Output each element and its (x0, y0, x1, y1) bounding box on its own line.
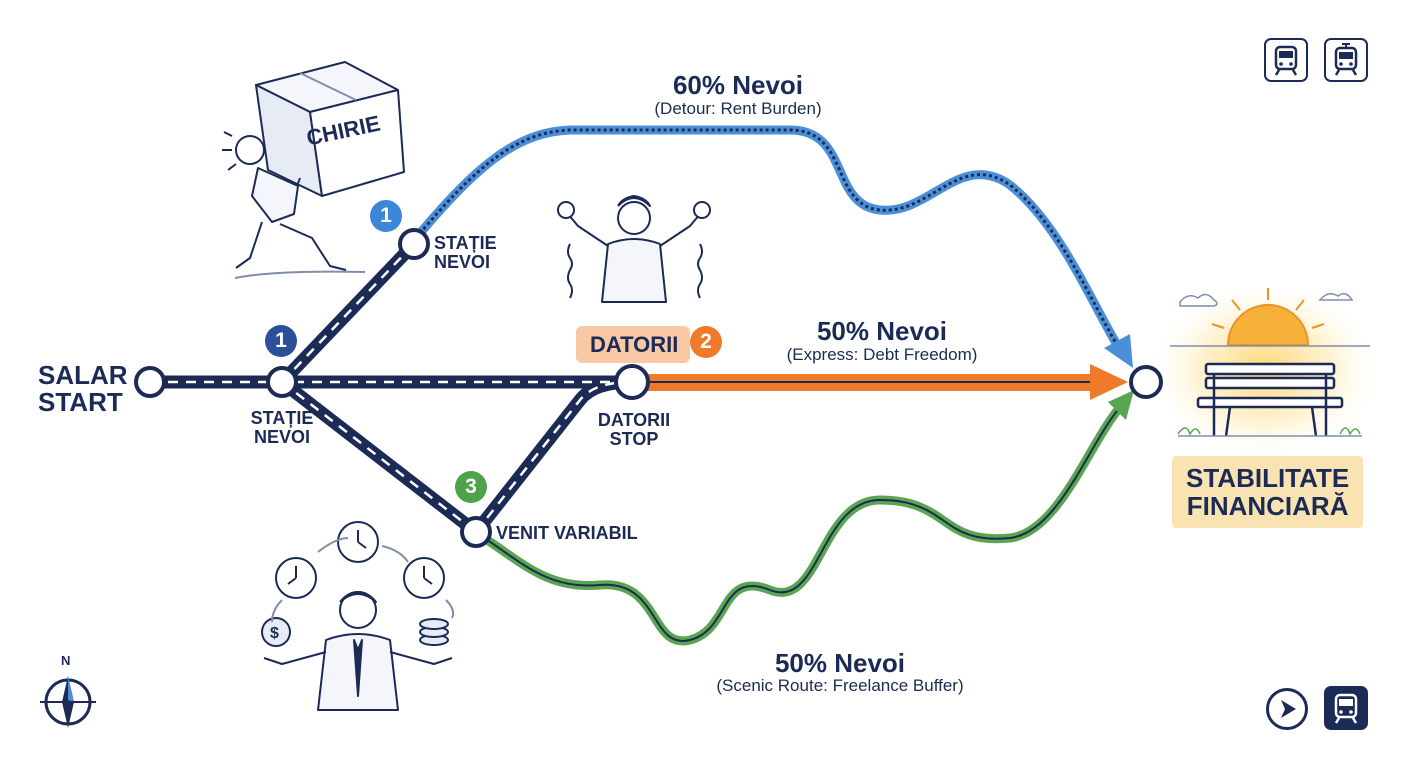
train-icon (1334, 693, 1358, 724)
destination-label: STABILITATE FINANCIARĂ (1172, 456, 1364, 529)
compass-icon (40, 676, 96, 728)
man-carrying-box-illustration (222, 61, 405, 279)
man-juggling-time-illustration: $ (261, 521, 455, 711)
play-button[interactable] (1266, 688, 1308, 730)
station-node-venit-variabil (460, 516, 492, 548)
svg-text:$: $ (270, 625, 279, 642)
route-blue-arrow (1104, 334, 1133, 368)
station-label-venit-variabil: VENIT VARIABIL (496, 523, 638, 543)
metro-lines (143, 237, 639, 539)
play-arrow-icon (1281, 700, 1296, 718)
route-orange-title: 50% Nevoi (816, 316, 948, 346)
route-blue-path (407, 125, 1125, 355)
station-node-nevoi-lower (266, 366, 298, 398)
train-button-dark[interactable] (1324, 686, 1368, 730)
station-node-nevoi-upper (398, 228, 430, 260)
train-icon (1274, 45, 1298, 76)
route-orange-arrow (1090, 364, 1128, 400)
route-orange-subtitle: (Express: Debt Freedom) (786, 345, 978, 364)
station-label-nevoi-upper: STAȚIE NEVOI (434, 233, 497, 272)
route-green-subtitle: (Scenic Route: Freelance Buffer) (716, 676, 964, 695)
route-blue-subtitle: (Detour: Rent Burden) (654, 99, 822, 118)
station-label-start: SALAR START (38, 360, 128, 418)
route-green-title: 50% Nevoi (774, 648, 906, 678)
man-breaking-chains-illustration (557, 195, 711, 303)
compass-north-label: N (61, 653, 71, 668)
tram-button[interactable] (1324, 38, 1368, 82)
badge-1-lower: 1 (265, 325, 297, 357)
badge-3: 3 (455, 471, 487, 503)
datorii-tag: DATORII (576, 326, 691, 363)
route-blue-title: 60% Nevoi (672, 70, 804, 100)
tram-icon (1334, 43, 1358, 76)
sunset-illustration (1155, 285, 1375, 455)
badge-2: 2 (690, 326, 722, 358)
station-node-start (134, 366, 166, 398)
station-node-datorii-stop (614, 364, 650, 400)
route-green-arrow (1108, 390, 1134, 420)
badge-1-upper: 1 (370, 200, 402, 232)
train-button[interactable] (1264, 38, 1308, 82)
station-node-stabilitate (1129, 365, 1163, 399)
station-label-datorii-stop: DATORII STOP (597, 410, 671, 449)
station-label-nevoi-lower: STAȚIE NEVOI (250, 408, 314, 447)
